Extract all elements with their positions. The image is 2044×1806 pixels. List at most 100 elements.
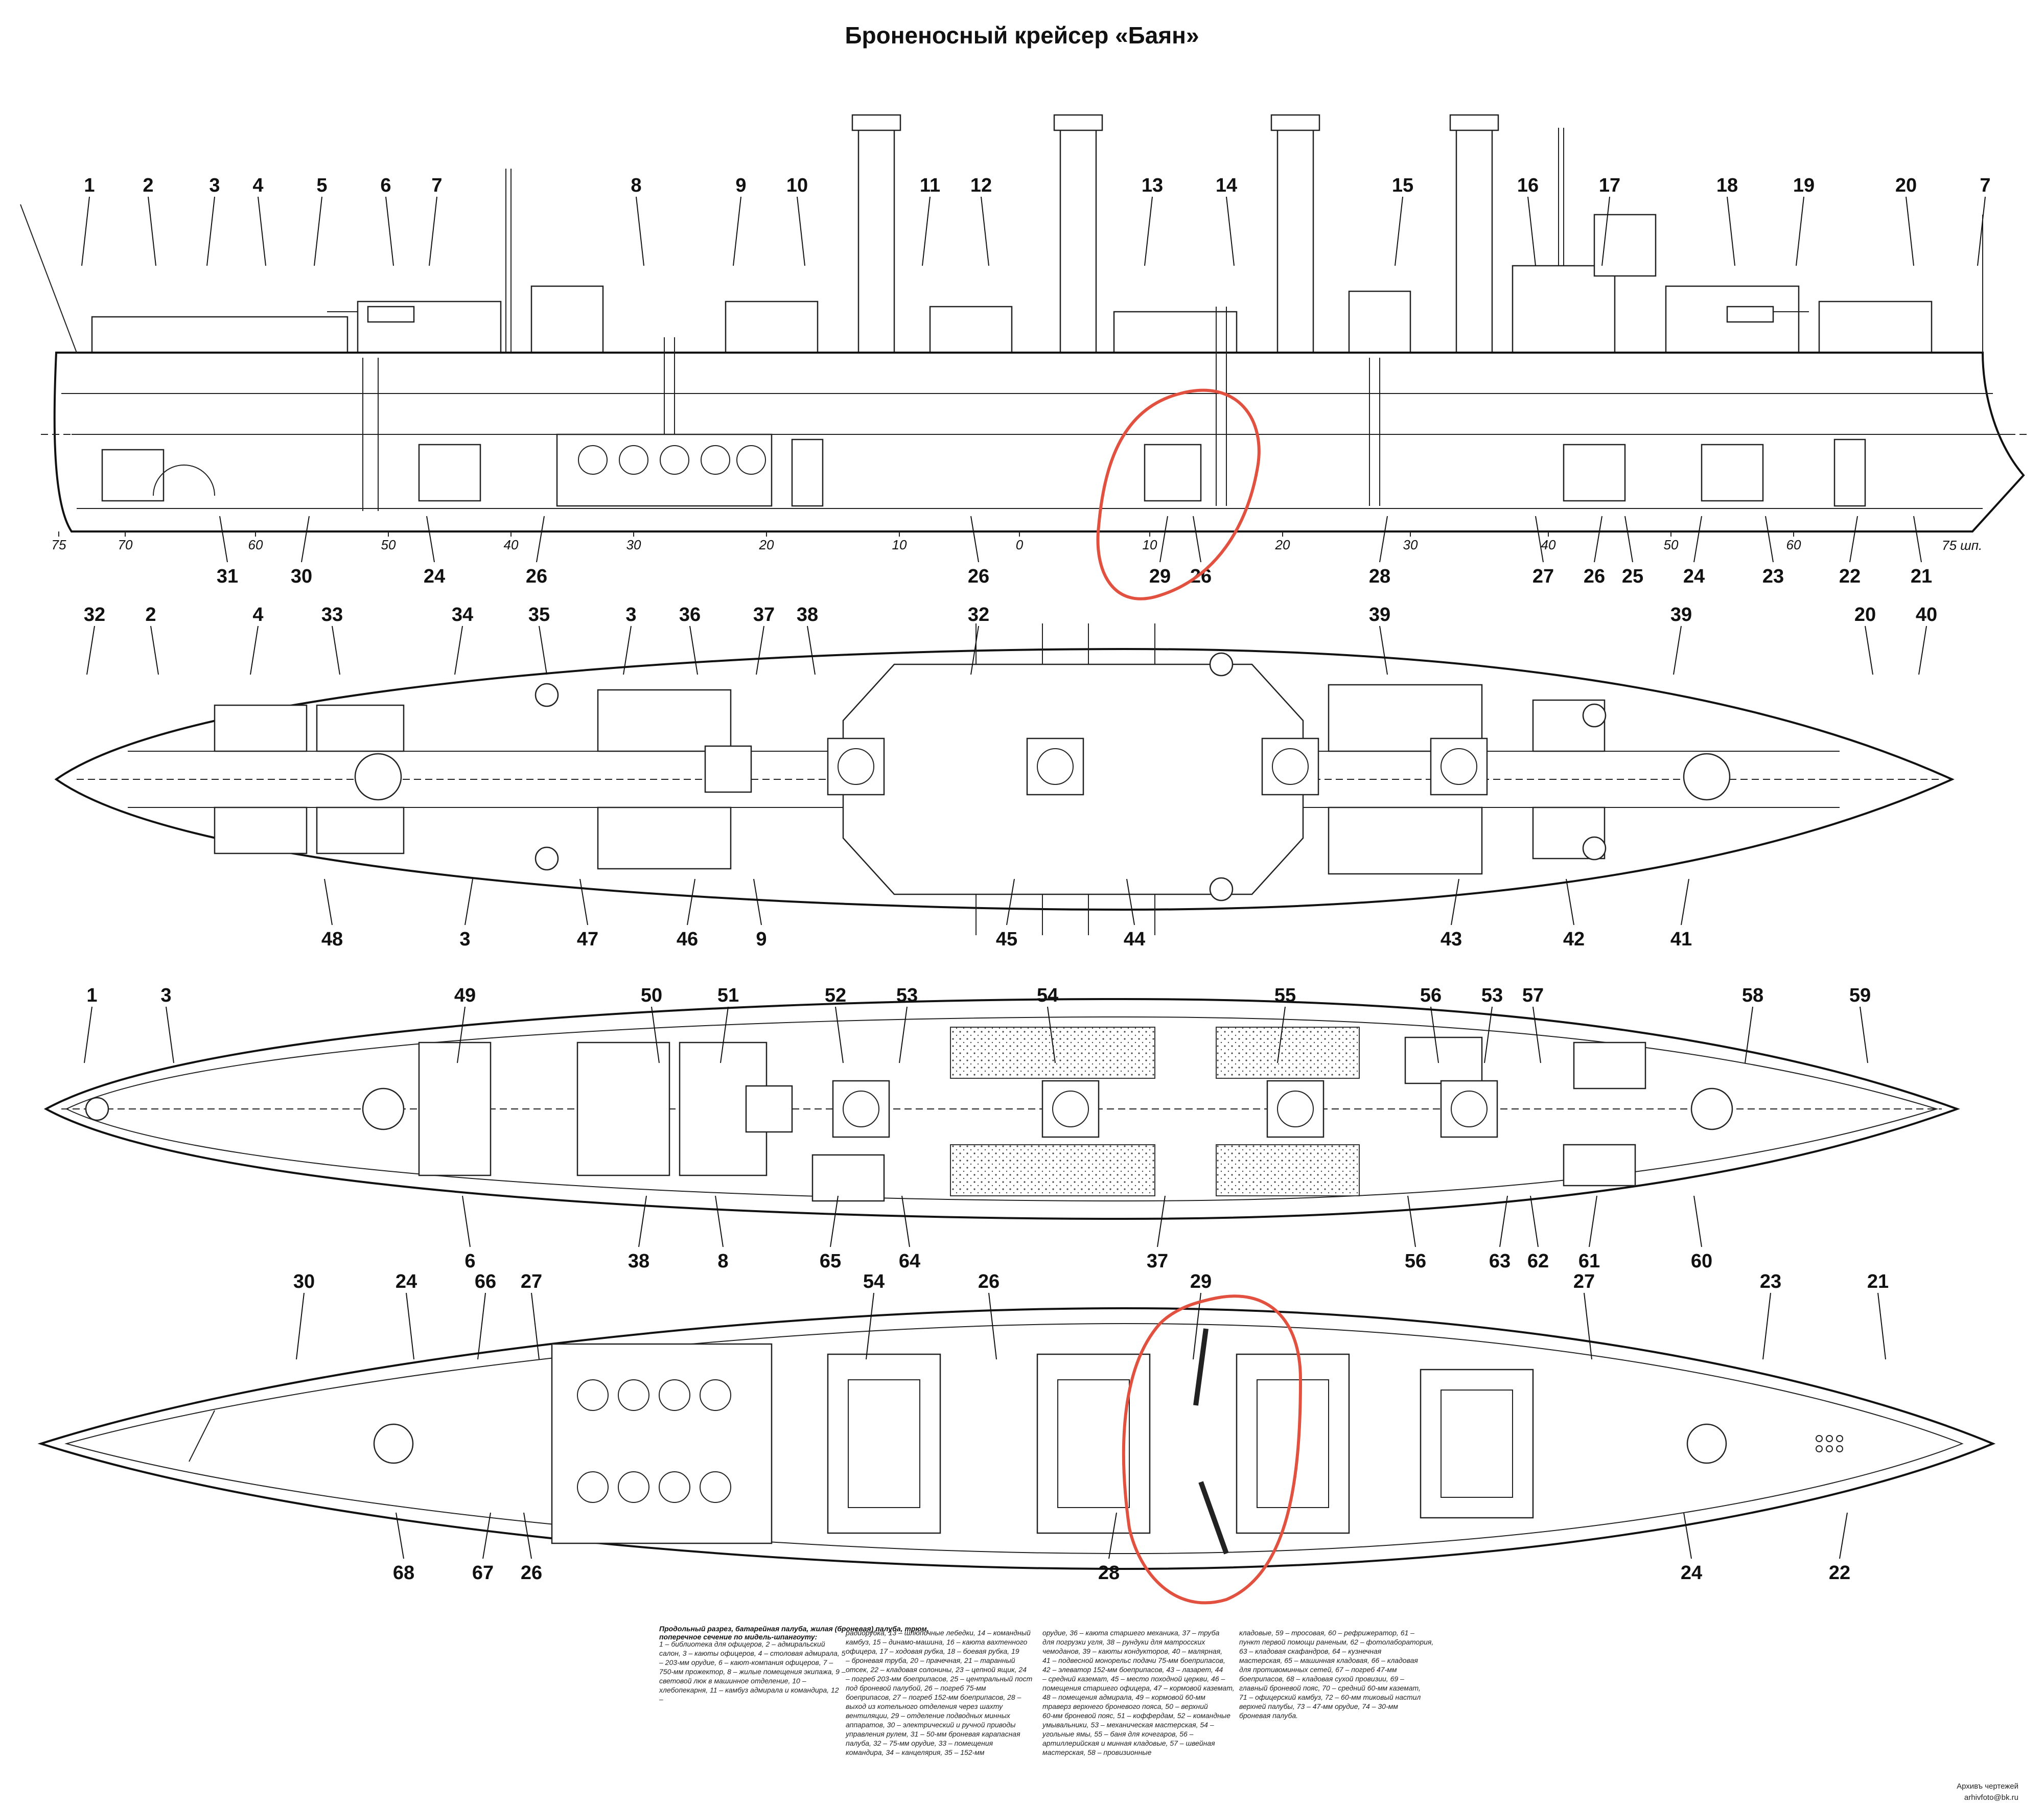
profile-top-callout: 2 bbox=[143, 175, 153, 196]
armored-top-callout: 59 bbox=[1849, 985, 1871, 1006]
profile-top-callout: 9 bbox=[735, 175, 746, 196]
frame-mark: 10 bbox=[892, 537, 907, 552]
profile-top-callout: 17 bbox=[1599, 175, 1620, 196]
profile-top-callout: 15 bbox=[1392, 175, 1413, 196]
profile-bottom-leader bbox=[219, 516, 228, 563]
profile-top-callout: 12 bbox=[970, 175, 992, 196]
hold-top-leader bbox=[406, 1292, 414, 1360]
profile-bottom-callout: 23 bbox=[1762, 566, 1784, 587]
profile-bottom-leader bbox=[1913, 516, 1922, 563]
profile-bottom-leader bbox=[536, 516, 545, 563]
profile-bottom-callout: 26 bbox=[968, 566, 989, 587]
armored-top-callout: 53 bbox=[896, 985, 918, 1006]
armored-bottom-callout: 62 bbox=[1527, 1251, 1549, 1272]
profile-top-callout: 13 bbox=[1142, 175, 1163, 196]
profile-bottom-callout: 24 bbox=[424, 566, 445, 587]
frame-mark: 50 bbox=[381, 537, 396, 552]
armored-top-leader bbox=[1484, 1006, 1493, 1063]
hold-top-leader bbox=[988, 1292, 997, 1360]
armored-bottom-leader bbox=[1499, 1195, 1508, 1247]
frame-mark: 20 bbox=[759, 537, 774, 552]
battery-bottom-callout: 41 bbox=[1670, 929, 1692, 950]
frame-mark: 0 bbox=[1016, 537, 1024, 552]
battery-bottom-leader bbox=[1566, 878, 1574, 925]
hold-bottom-leader bbox=[1683, 1512, 1692, 1559]
boilers bbox=[827, 1353, 1534, 1534]
legend: Продольный разрез, батарейная палуба, жи… bbox=[659, 1625, 1433, 1756]
frame-mark: 75 bbox=[52, 537, 66, 552]
hold-top-callout: 66 bbox=[475, 1271, 496, 1292]
hold-top-leader bbox=[477, 1292, 486, 1360]
profile-bottom-leader bbox=[301, 516, 310, 563]
battery-top-callout: 36 bbox=[679, 604, 701, 626]
profile-bottom-leader bbox=[1693, 516, 1702, 563]
hold-top-callout: 54 bbox=[863, 1271, 885, 1292]
armored-bottom-callout: 60 bbox=[1691, 1251, 1712, 1272]
profile-bottom-leader bbox=[970, 516, 979, 563]
battery-top-leader bbox=[539, 626, 547, 675]
profile-top-callout: 19 bbox=[1793, 175, 1815, 196]
profile-top-callout: 18 bbox=[1716, 175, 1738, 196]
frame-mark: 50 bbox=[1664, 537, 1679, 552]
legend-column: радиорубка, 13 – шлюпочные лебедки, 14 –… bbox=[845, 1629, 1033, 1756]
frame-mark: 30 bbox=[1403, 537, 1418, 552]
armored-bottom-callout: 38 bbox=[628, 1251, 649, 1272]
profile-top-leader bbox=[314, 196, 322, 266]
profile-top-callout: 6 bbox=[380, 175, 391, 196]
profile-top-leader bbox=[258, 196, 266, 266]
battery-top-callout: 39 bbox=[1369, 604, 1390, 626]
profile-bottom-callout: 29 bbox=[1149, 566, 1171, 587]
hold-bottom-callout: 28 bbox=[1098, 1562, 1120, 1584]
battery-top-callout: 37 bbox=[753, 604, 775, 626]
hold-top-leader bbox=[1762, 1292, 1771, 1360]
armored-top-leader bbox=[835, 1006, 844, 1063]
battery-top-leader bbox=[1918, 626, 1927, 675]
boiler-uptakes bbox=[745, 1080, 1498, 1138]
profile-bottom-callout: 26 bbox=[526, 566, 547, 587]
hold-top-leader bbox=[1193, 1292, 1201, 1360]
armored-top-callout: 56 bbox=[1420, 985, 1442, 1006]
armored-bottom-leader bbox=[901, 1195, 910, 1247]
armored-bottom-leader bbox=[638, 1195, 647, 1247]
profile-bottom-callout: 31 bbox=[217, 566, 238, 587]
profile-top-callout: 16 bbox=[1517, 175, 1539, 196]
hold-top-callout: 27 bbox=[1573, 1271, 1595, 1292]
profile-bottom-leader bbox=[1159, 516, 1168, 563]
credit-line-2: arhivfoto@bk.ru bbox=[1964, 1793, 2018, 1802]
battery-bottom-leader bbox=[1126, 878, 1135, 925]
hold-top-leader bbox=[296, 1292, 305, 1360]
hold-bottom-leader bbox=[1839, 1512, 1848, 1559]
frame-unit-label: 75 шп. bbox=[1942, 538, 1982, 553]
legend-column: орудие, 36 – каюта старшего механика, 37… bbox=[1042, 1629, 1235, 1756]
armored-top-leader bbox=[1430, 1006, 1439, 1063]
hold-top-leader bbox=[531, 1292, 540, 1360]
armored-top-callout: 57 bbox=[1522, 985, 1544, 1006]
profile-top-callout: 11 bbox=[920, 175, 940, 196]
profile-bottom-leader bbox=[1193, 516, 1201, 563]
profile-bottom-callout: 24 bbox=[1683, 566, 1705, 587]
armored-top-callout: 52 bbox=[825, 985, 846, 1006]
armored-top-leader bbox=[1277, 1006, 1286, 1063]
hold-bottom-callout: 24 bbox=[1681, 1562, 1702, 1584]
armored-top-leader bbox=[1860, 1006, 1868, 1063]
battery-top-callout: 34 bbox=[452, 604, 473, 626]
hold-bottom-callout: 22 bbox=[1829, 1562, 1850, 1584]
hold-bottom-callout: 26 bbox=[521, 1562, 542, 1584]
profile-bottom-callout: 30 bbox=[291, 566, 312, 587]
battery-top-leader bbox=[454, 626, 463, 675]
drawing-title: Броненосный крейсер «Баян» bbox=[845, 22, 1199, 49]
battery-top-callout: 35 bbox=[528, 604, 550, 626]
profile-top-leader bbox=[733, 196, 741, 266]
hold-top-callout: 24 bbox=[396, 1271, 417, 1292]
armored-bottom-leader bbox=[1157, 1195, 1166, 1247]
ladders bbox=[362, 307, 1380, 511]
battery-top-callout: 4 bbox=[252, 604, 263, 626]
profile-top-callout: 1 bbox=[84, 175, 95, 196]
armored-bottom-callout: 56 bbox=[1405, 1251, 1426, 1272]
